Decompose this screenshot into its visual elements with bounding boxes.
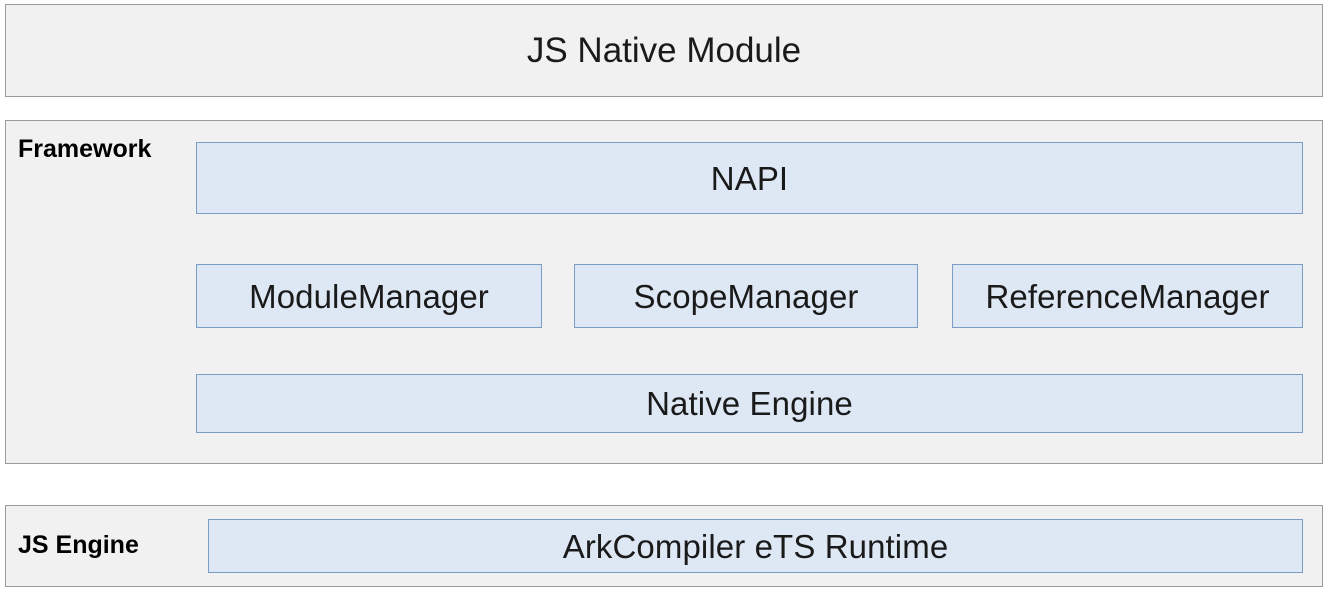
- reference-manager-label: ReferenceManager: [985, 277, 1270, 315]
- napi-label: NAPI: [710, 159, 789, 197]
- js-native-module-title: JS Native Module: [526, 30, 802, 70]
- js-engine-section-label: JS Engine: [18, 531, 139, 559]
- ark-compiler-ets-runtime-label: ArkCompiler eTS Runtime: [562, 527, 949, 565]
- native-engine-block: Native Engine: [196, 374, 1303, 433]
- reference-manager-block: ReferenceManager: [952, 264, 1303, 328]
- scope-manager-block: ScopeManager: [574, 264, 918, 328]
- framework-section-label: Framework: [18, 135, 152, 163]
- js-native-module-panel: JS Native Module: [5, 4, 1323, 97]
- native-engine-label: Native Engine: [646, 385, 853, 422]
- module-manager-block: ModuleManager: [196, 264, 542, 328]
- napi-block: NAPI: [196, 142, 1303, 214]
- ark-compiler-ets-runtime-block: ArkCompiler eTS Runtime: [208, 519, 1303, 573]
- scope-manager-label: ScopeManager: [633, 277, 859, 315]
- module-manager-label: ModuleManager: [249, 277, 489, 315]
